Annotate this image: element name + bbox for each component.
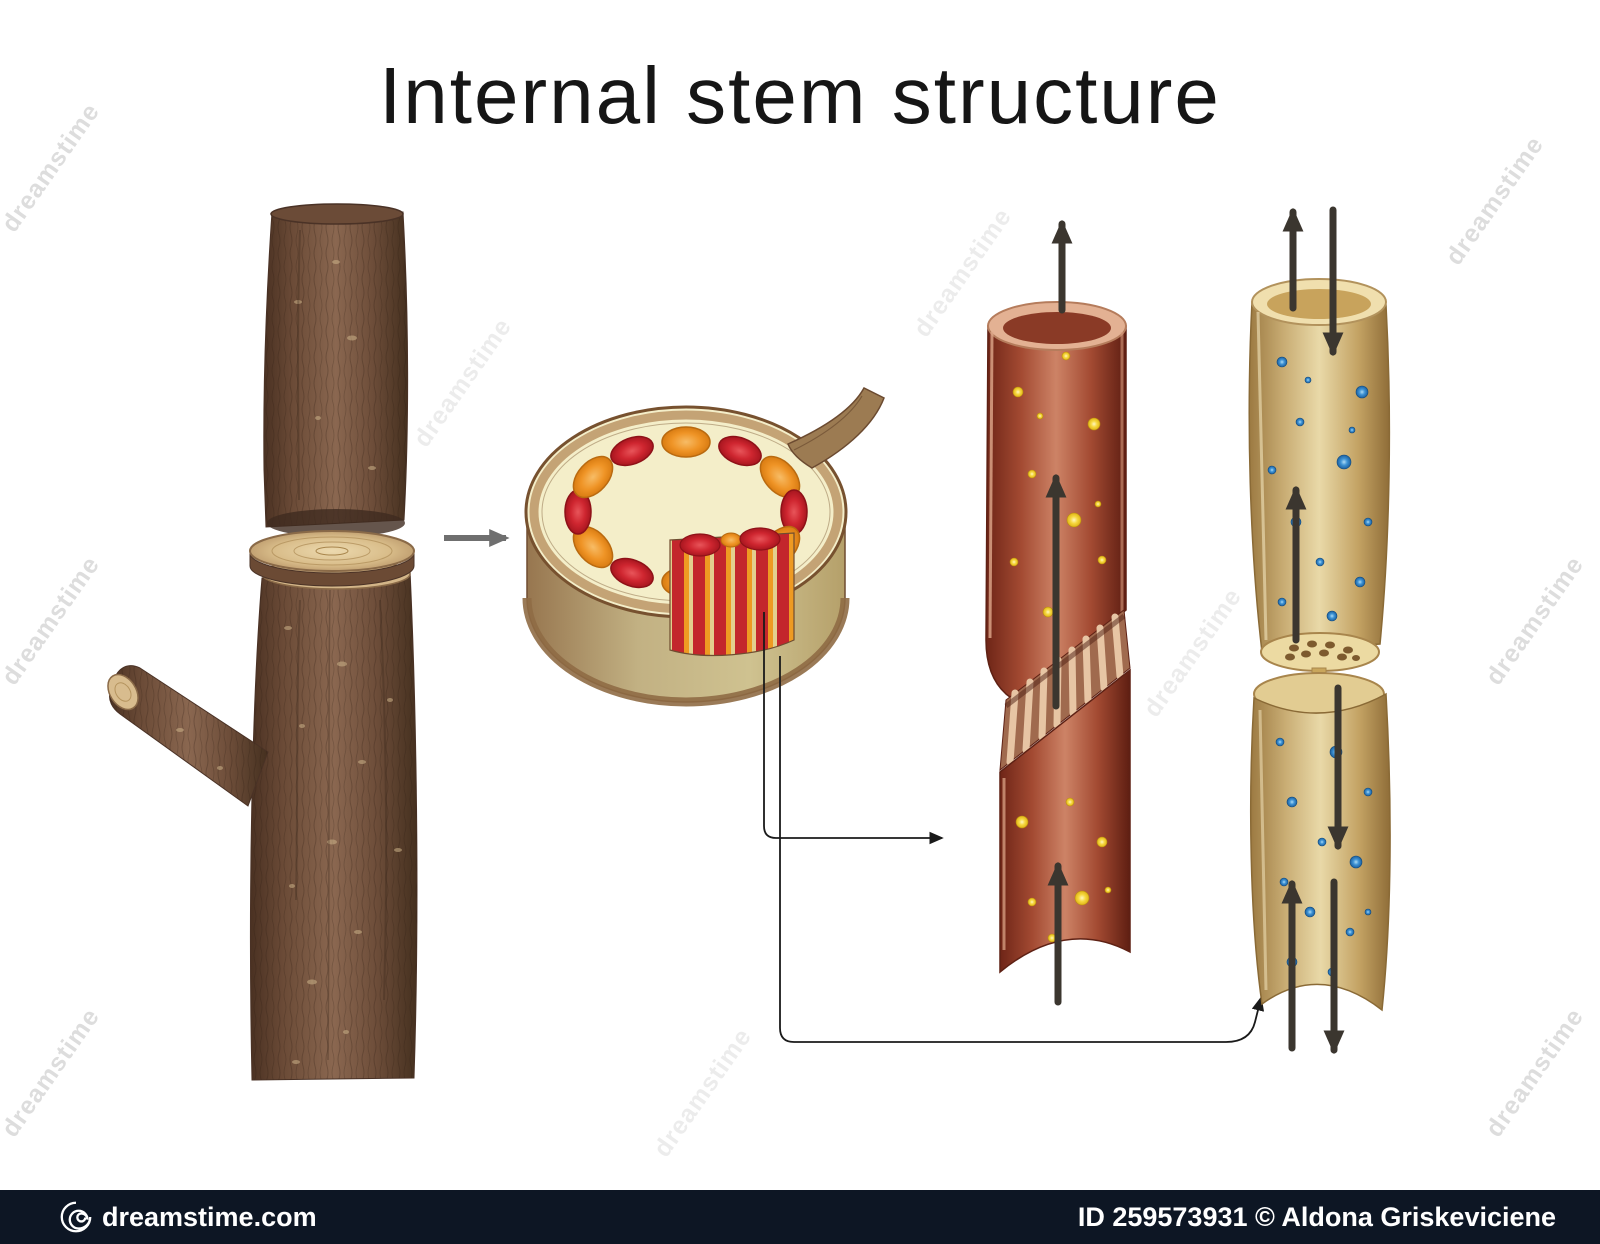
connector-line-xylem xyxy=(763,612,944,845)
connector-line-phloem xyxy=(779,656,1265,1043)
phloem-flow-arrows xyxy=(1281,206,1349,1055)
dreamstime-logo-icon xyxy=(60,1201,92,1233)
image-credit: ID 259573931 © Aldona Griskeviciene xyxy=(1077,1201,1556,1232)
bark-texture xyxy=(176,260,402,1064)
xylem-vessel xyxy=(985,219,1131,1006)
side-branch-cut-face xyxy=(107,673,139,711)
phloem-lower-segment xyxy=(1249,692,1391,1012)
bundle-cut-notch xyxy=(669,527,795,657)
xylem-lower-segment xyxy=(999,668,1131,974)
branch-photo xyxy=(107,203,418,1081)
phloem-droplets xyxy=(1267,337,1373,977)
cut-disc xyxy=(249,530,415,587)
stem-cross-section xyxy=(522,387,885,707)
stem-diagram xyxy=(107,203,1391,1081)
footer-brand: dreamstime.com xyxy=(60,1201,317,1233)
xylem-flow-arrows-up xyxy=(1045,219,1073,1006)
trunk-top-cut xyxy=(270,203,404,225)
phloem-sieve-tube xyxy=(1248,206,1391,1055)
xylem-droplets xyxy=(1009,351,1112,943)
footer-site-text: dreamstime.com xyxy=(102,1201,317,1232)
page-title: Internal stem structure xyxy=(379,51,1221,140)
phloem-upper-segment xyxy=(1248,301,1391,653)
footer-bar: dreamstime.com ID 259573931 © Aldona Gri… xyxy=(0,1190,1600,1244)
bark-flap xyxy=(787,387,885,469)
